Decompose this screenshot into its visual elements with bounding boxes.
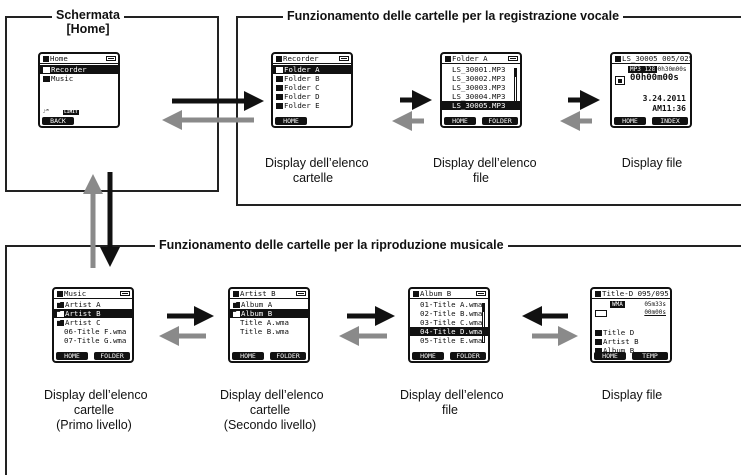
list-item[interactable]: 04-Title D.wma [410,327,488,336]
elapsed-label-2: 00m00s [644,309,666,316]
list-item[interactable]: Artist C [54,318,132,327]
home-button[interactable]: HOME [232,352,264,360]
voice-folder-list-screen: Recorder Folder A Folder B Folder C Fold… [271,52,353,128]
screen-header: Home [40,54,118,64]
home-button[interactable]: HOME [444,117,476,125]
home-button[interactable]: HOME [614,117,646,125]
folder-button[interactable]: FOLDER [270,352,306,360]
list-item[interactable]: Folder E [273,101,351,110]
stop-icon [615,76,625,85]
back-button[interactable]: BACK [42,117,74,125]
list-item[interactable]: Folder D [273,92,351,101]
list-item[interactable]: 06-Title F.wma [64,327,127,336]
list-item[interactable]: Title B.wma [240,327,289,336]
list-item[interactable]: 05-Title E.wma [420,336,483,345]
navigation-arrows [83,90,600,346]
meta-artist: Artist B [592,337,670,346]
voice-file-list-screen: Folder A LS_30001.MP3 LS_30002.MP3 LS_30… [440,52,522,128]
caption-voice-file: Display file [621,156,683,170]
meta-title: Title D [592,328,670,337]
temp-button[interactable]: TEMP [632,352,668,360]
list-item[interactable]: Title A.wma [240,318,289,327]
list-item[interactable]: 03-Title C.wma [420,318,483,327]
scrollbar[interactable] [482,303,485,343]
folder-button[interactable]: FOLDER [450,352,486,360]
list-item[interactable]: Album A [230,300,308,309]
elapsed-label: 05m33s [644,301,666,308]
screen-header: LS_30005 005/025 [612,54,690,64]
screen-header: Recorder [273,54,351,64]
meta-album: Album B [592,346,670,355]
stop-icon [595,310,607,317]
list-item[interactable]: Folder B [273,74,351,83]
clock-label: AM11:36 [652,104,686,113]
format-label: WMA [610,301,625,308]
time-display: 00h00m00s [630,73,679,83]
home-button[interactable]: HOME [275,117,307,125]
list-item[interactable]: 01-Title A.wma [420,300,483,309]
folder-button[interactable]: FOLDER [482,117,518,125]
home-button[interactable]: HOME [56,352,88,360]
list-item[interactable]: Music [40,74,118,83]
list-item[interactable]: 02-Title B.wma [420,309,483,318]
voice-title: Funzionamento delle cartelle per la regi… [283,9,624,23]
screen-header: Artist B [230,289,308,299]
music-folder-list-screen-1: Music Artist A Artist B Artist C 06-Titl… [52,287,134,363]
music-title: Funzionamento delle cartelle per la ripr… [155,238,508,252]
list-item[interactable]: LS_30001.MP3 [452,65,506,74]
list-item[interactable]: Album B [230,309,308,318]
music-file-list-screen: Album B 01-Title A.wma 02-Title B.wma 03… [408,287,490,363]
list-item[interactable]: LS_30002.MP3 [452,74,506,83]
music-folder-list-screen-2: Artist B Album A Album B Title A.wma Tit… [228,287,310,363]
home-button[interactable]: HOME [594,352,626,360]
list-item[interactable]: 07-Title G.wma [64,336,127,345]
date-label: 3.24.2011 [642,94,686,103]
index-button[interactable]: INDEX [652,117,688,125]
voice-file-screen: LS_30005 005/025 MP3 128 00h30m00s 00h00… [610,52,692,128]
scrollbar[interactable] [514,68,517,108]
list-item[interactable]: Folder A [273,65,351,74]
caption-music-file: Display file [601,388,663,402]
list-item[interactable]: LS_30003.MP3 [452,83,506,92]
screen-header: Music [54,289,132,299]
list-item[interactable]: LS_30004.MP3 [452,92,506,101]
screen-header: Album B [410,289,488,299]
screen-header: Folder A [442,54,520,64]
list-item[interactable]: Folder C [273,83,351,92]
elapsed-label: 00h30m00s [654,66,687,73]
home-title: Schermata[Home] [52,8,124,36]
list-item[interactable]: Artist A [54,300,132,309]
list-item[interactable]: LS_30005.MP3 [442,101,520,110]
home-button[interactable]: HOME [412,352,444,360]
screen-header: Title-D 095/095 [592,289,670,299]
folder-button[interactable]: FOLDER [94,352,130,360]
music-file-screen: Title-D 095/095 WMA 05m33s 00m00s Title … [590,287,672,363]
list-item[interactable]: Artist B [54,309,132,318]
format-label: MP3 128 [628,66,658,73]
list-item[interactable]: Recorder [40,65,118,74]
